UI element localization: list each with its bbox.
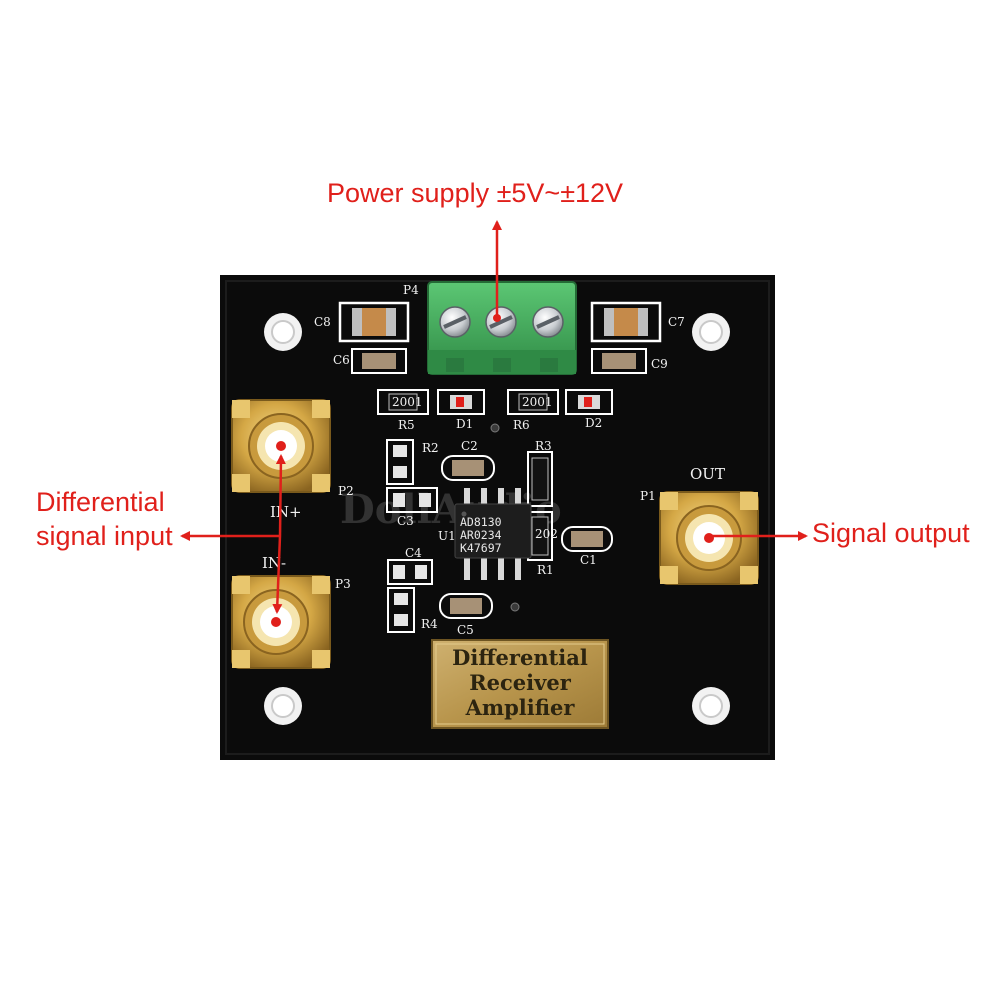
led-d2 [565,389,613,415]
sma-connector-out [659,491,759,585]
label-r2: R2 [422,441,439,455]
svg-text:AR0234: AR0234 [460,528,502,542]
label-c1: C1 [580,553,597,567]
annotation-arrows [180,220,808,614]
resistor-r2-pads [386,439,414,485]
svg-text:2001: 2001 [392,395,423,409]
label-c4: C4 [405,546,422,560]
label-r5: R5 [398,418,415,432]
label-p4: P4 [403,283,419,297]
label-in-minus: IN- [262,554,286,572]
svg-text:K47697: K47697 [460,541,502,555]
mounting-holes [264,313,730,725]
label-c9: C9 [651,357,668,371]
label-r3: R3 [535,439,552,453]
capacitor-c4-pads [387,559,433,585]
capacitor-c8 [338,301,410,343]
led-d1 [437,389,485,415]
label-u1: U1 [438,529,456,543]
callout-differential-line2: signal input [36,521,173,551]
callout-differential-line1: Differential [36,487,165,517]
label-out: OUT [690,465,725,483]
resistor-r6: 2001 [507,389,559,415]
capacitor-c9 [591,348,647,374]
svg-text:2001: 2001 [522,395,553,409]
label-in-plus: IN+ [270,503,302,521]
name-plate: Differential Receiver Amplifier [431,639,609,729]
svg-text:202: 202 [535,527,558,541]
label-d2: D2 [585,416,602,430]
capacitor-c2 [441,455,495,481]
label-r6: R6 [513,418,530,432]
svg-text:AD8130: AD8130 [460,515,502,529]
callout-differential-input: Differential signal input [36,485,173,553]
capacitor-c6 [351,348,407,374]
callout-signal-output: Signal output [812,518,970,548]
capacitor-c3-pads [386,487,438,513]
svg-text:Differential: Differential [452,645,588,670]
diff-arrow-up [275,454,286,537]
label-d1: D1 [456,417,473,431]
resistor-r1: 202 [527,511,558,561]
label-c2: C2 [461,439,478,453]
label-c8: C8 [314,315,331,329]
callout-power-supply: Power supply ±5V~±12V [327,178,624,208]
power-terminal-block [427,281,577,375]
svg-text:Receiver: Receiver [469,670,572,695]
diff-arrow-down [272,535,283,614]
ic-u1: AD8130 AR0234 K47697 [454,488,532,580]
label-c7: C7 [668,315,685,329]
resistor-r5: 2001 [377,389,429,415]
capacitor-c1 [561,526,613,552]
label-c6: C6 [333,353,350,367]
label-p1: P1 [640,489,656,503]
label-r1: R1 [537,563,554,577]
label-p3: P3 [335,577,351,591]
resistor-r3 [527,451,553,507]
label-p2: P2 [338,484,354,498]
resistor-r4-pads [387,587,415,633]
label-c5: C5 [457,623,474,637]
capacitor-c7 [590,301,662,343]
capacitor-c5 [439,593,493,619]
svg-text:Amplifier: Amplifier [465,695,576,720]
sma-connector-in-minus [231,575,331,669]
label-r4: R4 [421,617,438,631]
label-c3: C3 [397,514,414,528]
